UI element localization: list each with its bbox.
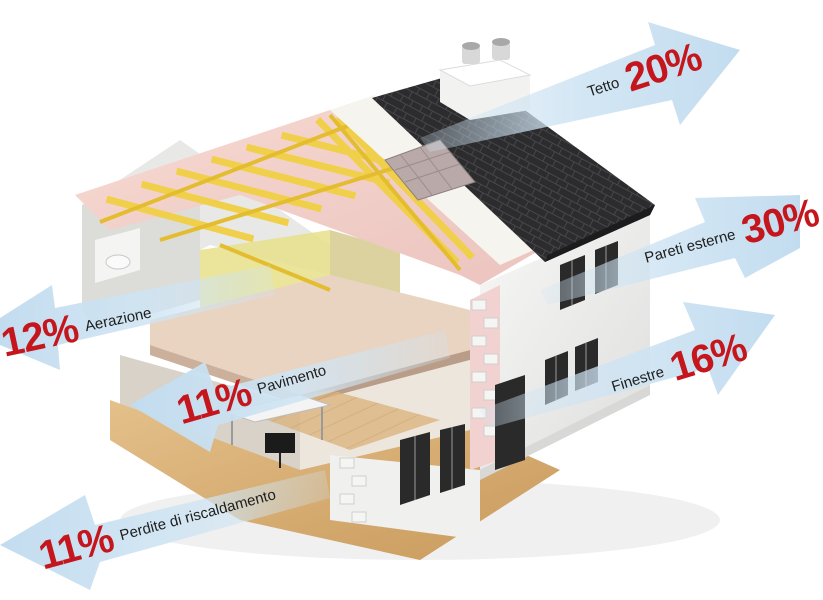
- solar-panel: [384, 139, 476, 201]
- label-pavimento-name: Pavimento: [255, 361, 329, 398]
- roof-insulation: [75, 110, 540, 285]
- label-pareti-name: Pareti esterne: [642, 226, 738, 267]
- house-cutaway-illustration: [0, 22, 800, 590]
- label-finestre-name: Finestre: [609, 363, 667, 396]
- arrow-pavimento: [130, 330, 450, 452]
- roof-tiles: [372, 70, 655, 262]
- arrow-tetto: [420, 22, 740, 152]
- arrow-riscaldamento: [0, 470, 330, 590]
- heat-arrows: [0, 22, 800, 590]
- heat-loss-diagram: Tetto20% Pareti esterne30% Finestre16% 1…: [0, 22, 823, 590]
- arrow-pareti: [540, 195, 800, 305]
- label-aerazione-name: Aerazione: [83, 304, 154, 336]
- arrow-finestre: [480, 302, 775, 428]
- arrow-aerazione: [0, 265, 275, 370]
- label-tetto-name: Tetto: [585, 74, 622, 101]
